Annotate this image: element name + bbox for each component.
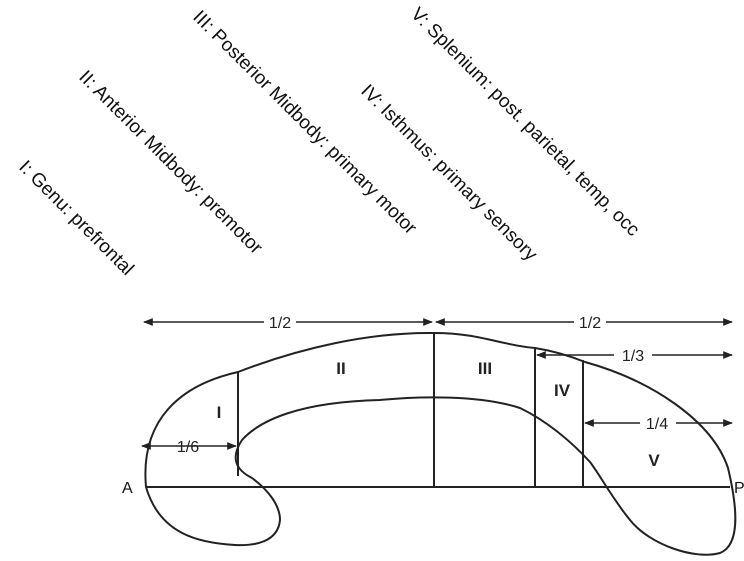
- anterior-label: A: [122, 480, 133, 497]
- region-label-5: V: [648, 451, 660, 470]
- fraction-half-left: 1/2: [269, 315, 291, 332]
- region-label-1: I: [217, 403, 222, 422]
- label-splenium: V: Splenium: post. parietal, temp, occ: [406, 4, 643, 241]
- callosum-shape: [144, 331, 737, 556]
- posterior-label: P: [734, 480, 744, 497]
- fraction-third: 1/3: [622, 348, 644, 365]
- label-genu: I: Genu: prefrontal: [14, 157, 137, 280]
- region-label-2: II: [336, 359, 345, 378]
- fraction-quarter: 1/4: [646, 416, 668, 433]
- region-label-4: IV: [554, 381, 571, 400]
- fraction-half-right: 1/2: [579, 315, 601, 332]
- region-label-3: III: [478, 359, 492, 378]
- fraction-sixth: 1/6: [177, 439, 199, 456]
